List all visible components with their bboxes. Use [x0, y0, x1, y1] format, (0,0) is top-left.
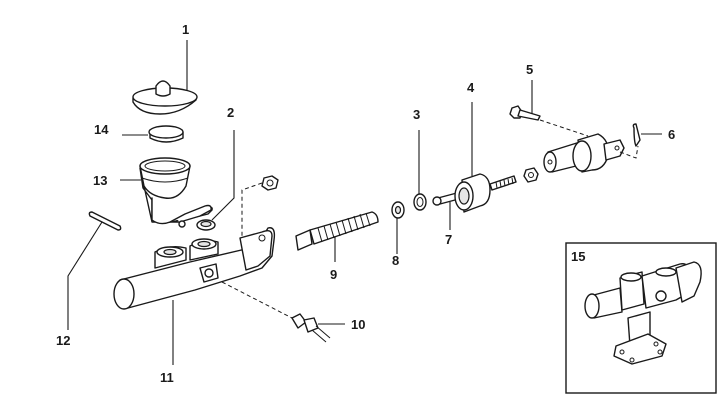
callout-11: 11	[160, 370, 174, 385]
callout-13: 13	[93, 173, 107, 188]
callout-15: 15	[571, 249, 585, 264]
callout-12: 12	[56, 333, 70, 348]
locknut-part	[523, 167, 539, 183]
leader-12	[67, 221, 103, 330]
dash-bolt-to-fork	[539, 119, 589, 137]
pipe-union-part	[291, 313, 331, 343]
boot-part	[454, 173, 491, 213]
fluid-reservoir-part	[139, 157, 213, 228]
seal-part	[148, 125, 184, 143]
master-cylinder-body-part	[113, 227, 276, 310]
dash-fork-to-clip	[619, 145, 639, 159]
clip-part	[632, 123, 641, 147]
alternative-cylinder-part	[584, 261, 702, 365]
bolt-part	[509, 105, 541, 121]
callout-5: 5	[526, 62, 533, 77]
callout-6: 6	[668, 127, 675, 142]
callout-9: 9	[330, 267, 337, 282]
callout-2: 2	[227, 105, 234, 120]
callout-3: 3	[413, 107, 420, 122]
dash-nut-to-cylinder	[241, 182, 263, 240]
callout-7: 7	[445, 232, 452, 247]
callout-1: 1	[182, 22, 189, 37]
leader-2	[211, 130, 235, 221]
clevis-fork-part	[543, 133, 625, 173]
callout-8: 8	[392, 253, 399, 268]
reservoir-cap-part	[132, 80, 198, 115]
callout-10: 10	[351, 317, 365, 332]
nut-part	[261, 175, 279, 191]
piston-assembly-part	[295, 211, 379, 251]
circlip-part	[413, 193, 427, 211]
roll-pin-part	[88, 211, 122, 231]
dash-cylinder-to-union	[221, 281, 293, 319]
washer-part	[391, 201, 405, 219]
grommet-part	[196, 219, 216, 231]
callout-4: 4	[467, 80, 475, 95]
callout-14: 14	[94, 122, 109, 137]
